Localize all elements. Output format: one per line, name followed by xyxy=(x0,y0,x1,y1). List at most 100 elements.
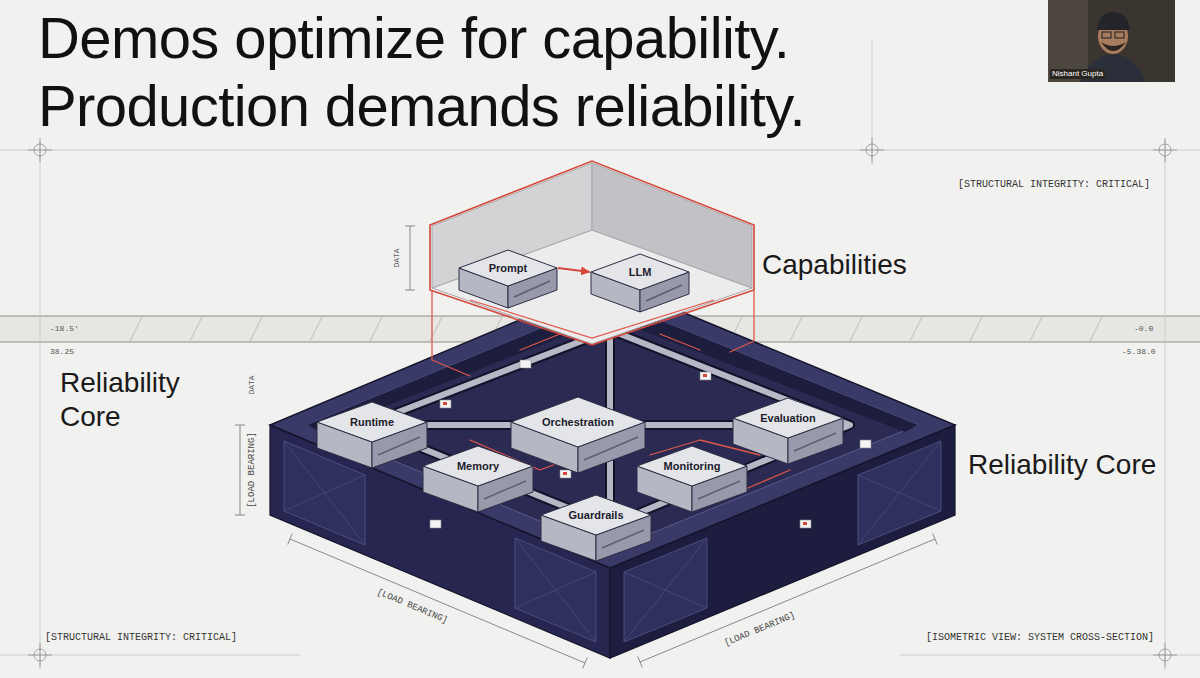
decor-polygon xyxy=(733,398,843,438)
component-block: Memory xyxy=(422,445,534,513)
decor-path xyxy=(484,481,526,499)
webcam-feed xyxy=(1048,0,1175,82)
decor-path xyxy=(430,291,790,540)
decor-rect xyxy=(563,472,567,475)
component-block: Monitoring xyxy=(636,445,748,513)
decor-polygon xyxy=(591,254,689,290)
block-label: Orchestration xyxy=(510,415,646,429)
decor-rect xyxy=(520,360,531,368)
decor-rect xyxy=(443,402,447,405)
load-tag: [LOAD BEARING] xyxy=(375,587,449,626)
block-label: Memory xyxy=(422,459,534,473)
decor-g xyxy=(443,374,807,525)
annotation-holder: [STRUCTURAL INTEGRITY: CRITICAL] xyxy=(958,179,1150,191)
core-heading: Reliability Core xyxy=(968,448,1156,482)
slide-title-holder: Demos optimize for capability. Productio… xyxy=(38,4,858,140)
decor-rect xyxy=(440,400,451,408)
decor-polygon xyxy=(459,250,557,286)
block-label: Prompt xyxy=(458,261,558,275)
dimension-lines xyxy=(235,226,937,669)
axis-tag-holder: DATA xyxy=(392,247,402,268)
decor-polygon xyxy=(270,282,955,568)
load-tag: [LOAD BEARING] xyxy=(247,432,258,508)
decor-g xyxy=(365,291,850,540)
decor-rect xyxy=(700,372,711,380)
block-label: Evaluation xyxy=(732,411,844,425)
block-label: Runtime xyxy=(316,415,428,429)
axis-tag: DATA xyxy=(392,247,402,268)
block-label: Monitoring xyxy=(636,459,748,473)
decor-path xyxy=(602,530,644,548)
iso-block-shape xyxy=(540,494,652,562)
iso-block-shape xyxy=(636,445,748,513)
decor-rect xyxy=(860,440,871,448)
decor-rect xyxy=(803,522,807,525)
dimension-value-holder: -5.38.0 xyxy=(1120,347,1158,357)
annotation-holder: [STRUCTURAL INTEGRITY: CRITICAL] xyxy=(45,632,237,644)
capability-layer: CapabilitiesPromptLLM xyxy=(428,160,756,346)
slide-title: Demos optimize for capability. Productio… xyxy=(38,4,858,140)
annotation: [ISOMETRIC VIEW: SYSTEM CROSS-SECTION] xyxy=(926,632,1154,644)
decor-rect xyxy=(800,520,811,528)
load-tag-holder: [LOAD BEARING] xyxy=(375,587,449,626)
crosshair-marks xyxy=(28,138,1177,667)
annotation-holder: [ISOMETRIC VIEW: SYSTEM CROSS-SECTION] xyxy=(926,632,1154,644)
decor-polygon xyxy=(317,402,427,442)
block-label: LLM xyxy=(590,265,690,279)
dimension-value-holder: 38.25 xyxy=(48,347,76,357)
decor-polygon xyxy=(430,161,754,345)
decor-path xyxy=(646,285,682,301)
decor-path xyxy=(365,330,850,525)
decor-polygon xyxy=(307,300,918,550)
annotation: [STRUCTURAL INTEGRITY: CRITICAL] xyxy=(958,179,1150,191)
core-heading: Reliability Core xyxy=(60,366,230,434)
speaker-name-holder: Nishant Gupta xyxy=(1050,69,1105,79)
iso-block-shape xyxy=(590,253,690,313)
block-label: Guardrails xyxy=(540,508,652,522)
dimension-value-holder: -0.0 xyxy=(1132,324,1155,334)
annotation: [STRUCTURAL INTEGRITY: CRITICAL] xyxy=(45,632,237,644)
layer-heading-holder: Capabilities xyxy=(762,248,907,282)
load-tag: [LOAD BEARING] xyxy=(723,610,797,649)
decor-g xyxy=(430,360,871,528)
component-block: Prompt xyxy=(458,249,558,309)
reliability-core: Reliability CoreReliability CoreRuntimeO… xyxy=(40,270,1180,675)
webcam-glasses xyxy=(1115,32,1124,38)
dimension-value: -0.0 xyxy=(1132,324,1155,334)
decor-path xyxy=(698,481,740,499)
component-block: Runtime xyxy=(316,401,428,469)
dimension-value: -5.38.0 xyxy=(1120,347,1158,357)
decor-polygon xyxy=(432,163,592,288)
axis-tag: DATA xyxy=(247,374,257,395)
decor-path xyxy=(584,437,638,460)
decor-rect xyxy=(430,520,441,528)
component-block: Guardrails xyxy=(540,494,652,562)
decor-path xyxy=(365,330,850,525)
decor-path xyxy=(794,433,836,451)
decor-g xyxy=(270,282,955,658)
iso-block-shape xyxy=(458,249,558,309)
crosshair-cross xyxy=(28,138,1177,667)
capability-box-shape xyxy=(428,160,756,346)
decor-polygon xyxy=(511,397,645,447)
iso-block-shape xyxy=(510,396,646,474)
iso-block-shape xyxy=(732,397,844,465)
decor-polygon xyxy=(423,446,533,486)
decor-g xyxy=(430,161,754,345)
dimension-value-holder: -18.5' xyxy=(48,324,81,334)
webcam-frame xyxy=(1048,0,1175,82)
core-heading-holder: Reliability Core xyxy=(60,366,230,434)
component-block: LLM xyxy=(590,253,690,313)
decor-rect xyxy=(703,374,707,377)
component-block: Evaluation xyxy=(732,397,844,465)
load-tag-holder: [LOAD BEARING] xyxy=(247,432,258,508)
decor-polygon xyxy=(541,495,651,535)
webcam-beard xyxy=(1101,42,1126,51)
decor-path xyxy=(378,437,420,455)
dimension-value: 38.25 xyxy=(48,347,76,357)
dimension-value: -18.5' xyxy=(48,324,81,334)
decor-polygon xyxy=(637,446,747,486)
speaker-name: Nishant Gupta xyxy=(1050,69,1105,79)
component-block: Orchestration xyxy=(510,396,646,474)
webcam-hat xyxy=(1097,12,1130,30)
